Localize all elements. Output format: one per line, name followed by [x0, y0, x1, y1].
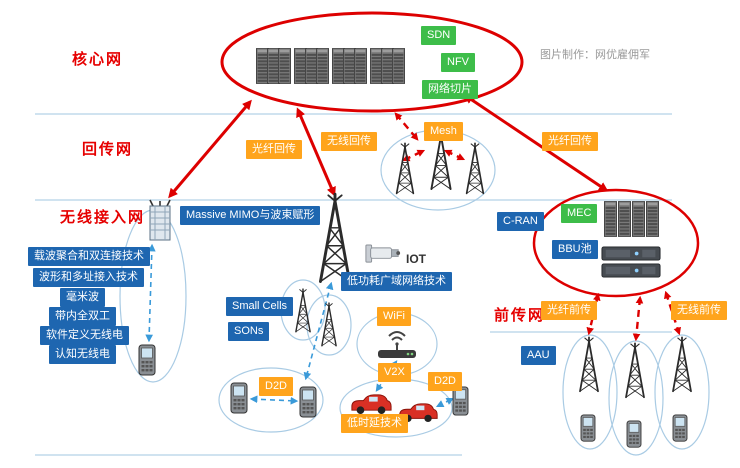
cell-tower-icon — [321, 302, 337, 347]
tag-small-cells: Small Cells — [226, 297, 294, 316]
small-base-station-icon — [149, 199, 171, 241]
tag-wifi: WiFi — [377, 307, 411, 326]
wifi-router-icon — [377, 331, 417, 359]
cell-tower-icon — [625, 342, 645, 399]
cell-tower-icon — [672, 336, 692, 393]
server-rack-icon — [332, 47, 345, 85]
cell-tower-icon — [318, 192, 352, 284]
tag-lpwan: 低功耗广域网络技术 — [341, 272, 452, 291]
tag-network-slicing: 网络切片 — [422, 80, 478, 99]
car-icon — [351, 394, 392, 415]
server-rack-icon — [632, 201, 645, 237]
tag-fiber-backhaul-right: 光纤回传 — [542, 132, 598, 151]
cran-mec-ellipse — [532, 188, 700, 298]
tag-sons: SONs — [228, 322, 270, 341]
cctv-camera-icon — [365, 244, 401, 263]
section-label-core-network: 核心网 — [72, 51, 124, 68]
tag-mesh: Mesh — [424, 122, 463, 141]
section-label-backhaul-network: 回传网 — [82, 141, 134, 158]
server-rack-icon — [267, 47, 280, 85]
tag-fiber-backhaul-left: 光纤回传 — [246, 140, 302, 159]
tag-cognitive-radio: 认知无线电 — [49, 345, 116, 364]
section-label-radio-access-network: 无线接入网 — [60, 209, 146, 226]
tag-v2x: V2X — [378, 363, 411, 382]
tag-sdn: SDN — [421, 26, 457, 45]
tag-waveform-multiple-access: 波形和多址接入技术 — [33, 268, 144, 287]
mobile-phone-icon — [299, 386, 317, 418]
cell-tower-icon — [579, 336, 599, 393]
cell-tower-icon — [295, 288, 311, 333]
tag-aau: AAU — [521, 346, 556, 365]
server-rack-icon — [646, 201, 659, 237]
core-network-ellipse — [220, 11, 524, 113]
server-rack-icon — [343, 47, 356, 85]
mobile-phone-icon — [138, 344, 156, 376]
server-rack-icon — [278, 47, 291, 85]
server-rack-icon — [354, 47, 367, 85]
server-rack-icon — [294, 47, 307, 85]
bbu-unit-icon — [601, 246, 661, 261]
server-rack-icon — [370, 47, 383, 85]
tag-mec: MEC — [561, 204, 598, 223]
tag-carrier-aggregation: 载波聚合和双连接技术 — [28, 247, 150, 266]
server-rack-icon — [392, 47, 405, 85]
blue-dashed-arrows — [145, 243, 455, 408]
image-credit: 图片制作：网优雇佣军 — [540, 49, 650, 61]
cell-tower-icon — [395, 142, 415, 195]
tag-mmwave: 毫米波 — [60, 288, 105, 307]
tag-software-defined-radio: 软件定义无线电 — [40, 326, 129, 345]
mobile-phone-icon — [580, 414, 596, 442]
tag-d2d-right: D2D — [428, 372, 463, 391]
server-rack-icon — [316, 47, 329, 85]
tag-wireless-backhaul: 无线回传 — [321, 132, 377, 151]
server-rack-icon — [305, 47, 318, 85]
mobile-phone-icon — [452, 386, 469, 416]
tag-wireless-fronthaul: 无线前传 — [671, 301, 727, 320]
tag-bbu-pool: BBU池 — [552, 240, 598, 259]
bbu-unit-icon — [601, 263, 661, 278]
section-label-fronthaul-network: 前传网 — [494, 307, 546, 324]
label-iot: IOT — [406, 252, 426, 266]
tag-low-latency: 低时延技术 — [341, 414, 408, 433]
mobile-phone-icon — [230, 382, 248, 414]
server-rack-icon — [618, 201, 631, 237]
server-rack-icon — [256, 47, 269, 85]
red-solid-arrows — [168, 94, 609, 199]
tag-cran: C-RAN — [497, 212, 544, 231]
server-rack-icon — [604, 201, 617, 237]
server-rack-icon — [381, 47, 394, 85]
tag-massive-mimo: Massive MIMO与波束赋形 — [180, 206, 321, 225]
cell-tower-icon — [465, 142, 485, 195]
tag-full-duplex: 带内全双工 — [49, 307, 116, 326]
tag-nfv: NFV — [441, 53, 475, 72]
mobile-phone-icon — [672, 414, 688, 442]
tag-d2d-left: D2D — [259, 377, 294, 396]
tag-fiber-fronthaul: 光纤前传 — [541, 301, 597, 320]
mobile-phone-icon — [626, 420, 642, 448]
